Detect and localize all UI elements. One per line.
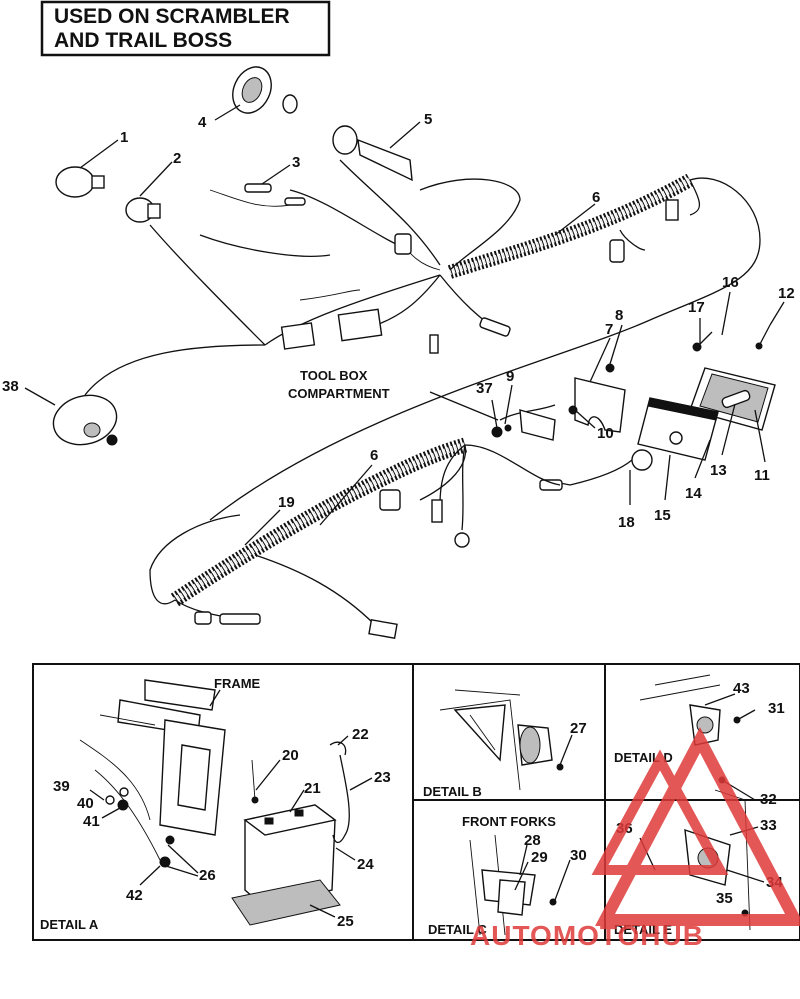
label-30: 30 [570,847,587,864]
label-43: 43 [733,680,750,697]
label-26: 26 [199,867,216,884]
header-box: USED ON SCRAMBLER AND TRAIL BOSS [40,0,331,57]
label-16: 16 [722,274,739,291]
label-6-upper: 6 [592,189,600,206]
label-12: 12 [778,285,795,302]
label-2: 2 [173,150,181,167]
frame-label: FRAME [214,676,261,691]
header-line2: AND TRAIL BOSS [54,29,232,52]
label-23: 23 [374,769,391,786]
label-17: 17 [688,299,705,316]
tool-box-line1: TOOL BOX [300,368,368,383]
label-15: 15 [654,507,671,524]
label-42: 42 [126,887,143,904]
label-21: 21 [304,780,321,797]
multi-pin-connectors [280,199,679,354]
label-3: 3 [292,154,300,171]
watermark-logo: AUTOMOTOHUB [470,727,800,951]
key-switch: 5 [332,111,432,182]
detail-a: FRAME 20 21 22 23 24 25 26 39 40 41 42 D… [40,676,391,932]
bulb-socket: 2 [125,150,181,223]
label-38: 38 [2,378,19,395]
label-9: 9 [506,368,514,385]
tail-switch: 38 [2,378,118,446]
label-28: 28 [524,832,541,849]
label-13: 13 [710,462,727,479]
label-18: 18 [618,514,635,531]
label-6-lower: 6 [370,447,378,464]
headlight-bulb: 1 [55,129,128,198]
label-11: 11 [754,467,770,484]
label-22: 22 [352,726,369,743]
bullet-connector: 3 [244,154,306,206]
label-14: 14 [685,485,702,502]
lower-harness: 6 19 [149,437,561,639]
detail-c: FRONT FORKS 28 29 30 DETAIL C [428,814,587,937]
label-8: 8 [615,307,623,324]
rubber-grommet: 4 [198,66,298,131]
detail-a-label: DETAIL A [40,917,99,932]
front-forks-label: FRONT FORKS [462,814,556,829]
label-41: 41 [83,813,100,830]
label-37: 37 [476,380,493,397]
label-31: 31 [768,700,785,717]
detail-b-label: DETAIL B [423,784,482,799]
label-5: 5 [424,111,432,128]
detail-c-label: DETAIL C [428,922,487,937]
label-29: 29 [531,849,548,866]
tool-box-line2: COMPARTMENT [288,386,390,401]
label-35: 35 [716,890,733,907]
upper-harness [84,159,761,521]
label-40: 40 [77,795,94,812]
mounting-bracket: 7 8 9 10 37 [476,307,626,442]
label-33: 33 [760,817,777,834]
detail-b: 27 DETAIL B [423,689,587,799]
tool-box-callout: TOOL BOX COMPARTMENT [288,368,499,421]
label-7: 7 [605,321,613,338]
harness-loom-upper [447,173,694,279]
taillight-assembly: 17 16 12 11 13 14 15 18 [539,274,795,531]
label-24: 24 [357,856,374,873]
label-1: 1 [120,129,128,146]
label-25: 25 [337,913,354,930]
loom-callout-upper: 6 [554,189,600,236]
label-20: 20 [282,747,299,764]
label-32: 32 [760,791,777,808]
label-39: 39 [53,778,70,795]
watermark-text: AUTOMOTOHUB [470,920,704,951]
label-4: 4 [198,114,207,131]
label-10: 10 [597,425,614,442]
label-27: 27 [570,720,587,737]
harness-loom-lower [170,437,468,607]
header-line1: USED ON SCRAMBLER [54,5,290,28]
label-19: 19 [278,494,295,511]
